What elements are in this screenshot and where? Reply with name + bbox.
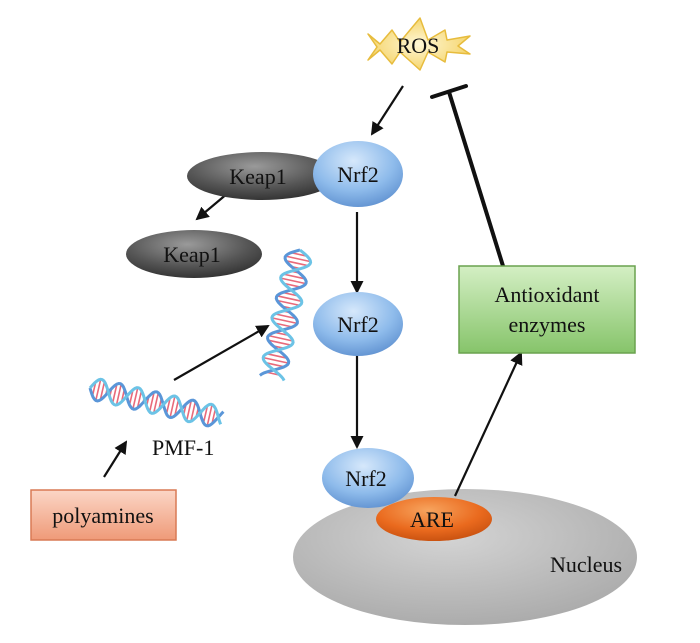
- ros-label: ROS: [397, 33, 440, 58]
- nrf2-cytoplasm-label: Nrf2: [337, 162, 379, 187]
- antioxidant-enzymes-box: Antioxidant enzymes: [458, 265, 636, 354]
- polyamines-box: polyamines: [30, 489, 177, 541]
- nrf2-nuclear: [322, 448, 414, 508]
- keap1-bound: [187, 152, 337, 200]
- keap1-release-arrow: [195, 192, 229, 221]
- ros-to-nrf2-arrow: [370, 85, 404, 136]
- ros-star: ROS: [367, 17, 471, 71]
- are-label: ARE: [410, 507, 454, 532]
- pmf1-label: PMF-1: [152, 435, 214, 460]
- are-to-enzymes-arrow: [454, 351, 523, 497]
- antioxidant-label-line1: Antioxidant: [494, 282, 599, 307]
- nrf2-cytoplasm: [313, 141, 403, 207]
- are-element: [376, 497, 492, 541]
- pathway-arrows: [103, 85, 523, 497]
- antioxidant-label-line2: enzymes: [509, 312, 586, 337]
- keap1-bound-label: Keap1: [229, 164, 286, 189]
- keap1-free-label: Keap1: [163, 242, 220, 267]
- nrf2-nuclear-label: Nrf2: [345, 466, 387, 491]
- polyamines-label: polyamines: [52, 503, 153, 528]
- dna-upper-icon: [258, 248, 313, 382]
- nrf2-middle: [313, 292, 403, 356]
- keap1-free: [126, 230, 262, 278]
- polyamines-to-pmf1-arrow: [103, 440, 128, 478]
- nucleus-label: Nucleus: [550, 552, 622, 577]
- nrf2-middle-label: Nrf2: [337, 312, 379, 337]
- inhibition-line: [430, 84, 505, 268]
- dna-lower-icon: [88, 377, 225, 428]
- pmf1-to-dna-arrow: [173, 325, 270, 381]
